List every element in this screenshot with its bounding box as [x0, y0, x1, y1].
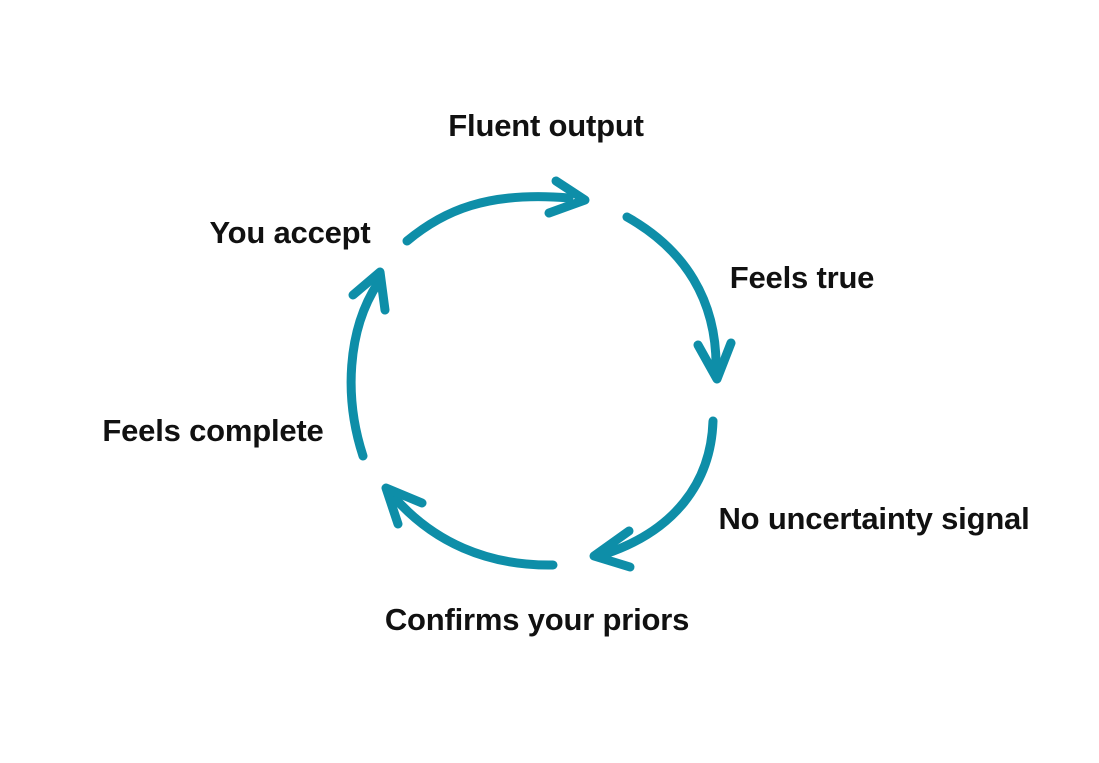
node-label-you-accept: You accept: [209, 215, 370, 251]
node-label-text: Confirms your priors: [384, 602, 690, 638]
node-label-text: No uncertainty signal: [718, 501, 1030, 537]
node-label-text: Fluent output: [448, 108, 644, 144]
arrow-shaft: [346, 278, 383, 461]
node-label-confirms-your-priors: Confirms your priors: [384, 602, 690, 638]
arrow-fluent-output-to-feels-true: [622, 212, 736, 384]
node-label-feels-true: Feels true: [729, 260, 875, 296]
arrow-shaft: [622, 212, 721, 377]
arrowhead: [544, 176, 590, 218]
arrowhead: [381, 483, 427, 529]
arrow-confirms-priors-to-feels-complete: [346, 267, 390, 461]
arrowhead: [693, 338, 736, 384]
arrow-no-uncertainty-to-confirms-priors: [381, 483, 558, 570]
node-label-text: Feels true: [729, 260, 875, 296]
arrow-shaft: [388, 491, 558, 570]
arrow-shaft: [402, 192, 574, 246]
node-label-no-uncertainty-signal: No uncertainty signal: [718, 501, 1029, 537]
node-label-text: You accept: [209, 215, 371, 251]
node-label-text: Feels complete: [102, 413, 324, 449]
node-label-fluent-output: Fluent output: [448, 108, 644, 144]
node-label-feels-complete: Feels complete: [102, 413, 323, 449]
arrow-you-accept-to-fluent-output: [402, 176, 590, 246]
arrow-shaft: [600, 416, 718, 559]
arrow-feels-true-to-no-uncertainty-signal: [589, 416, 718, 572]
arrowhead: [589, 526, 635, 572]
arrowhead: [348, 267, 390, 315]
